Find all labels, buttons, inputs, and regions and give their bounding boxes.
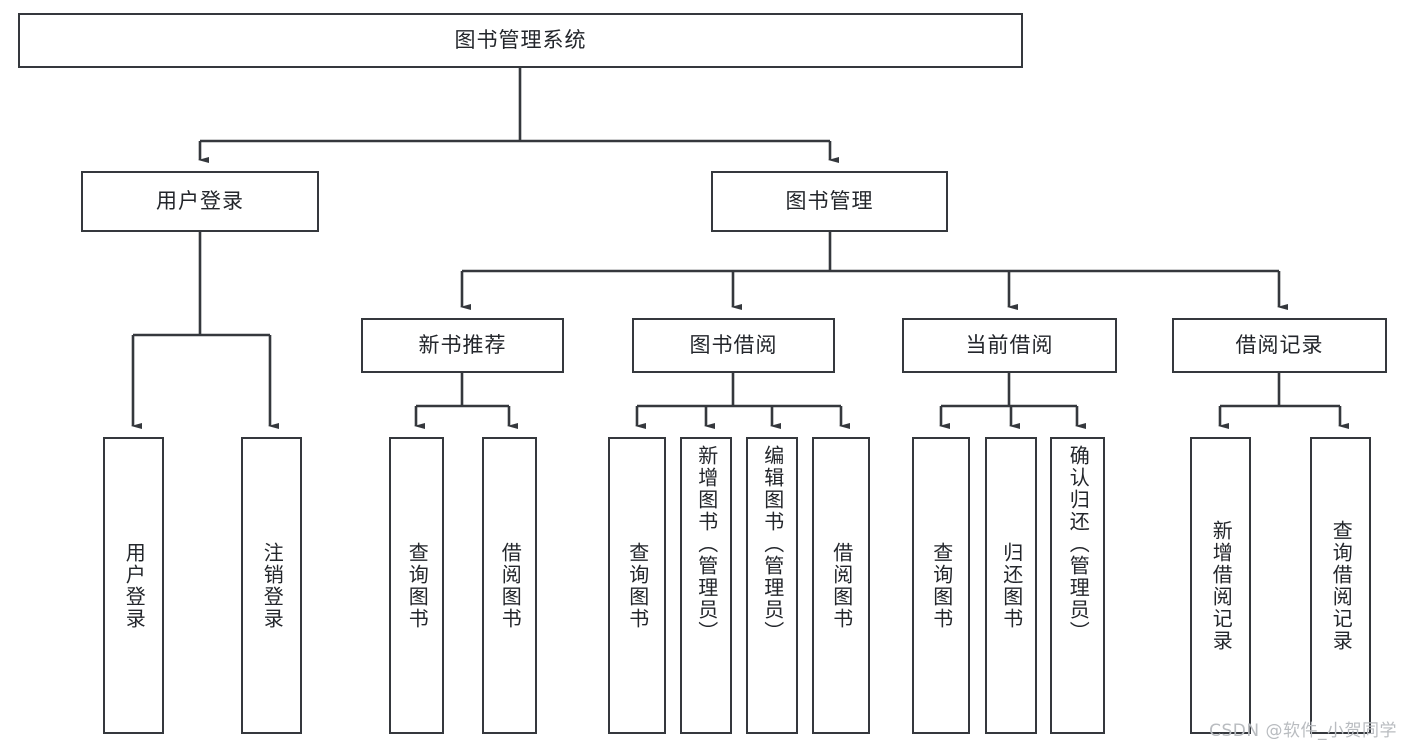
leaf-confirm-return-admin[interactable]: 确认归还（管理员） [1050, 437, 1105, 734]
leaf-query-borrow-record[interactable]: 查询借阅记录 [1310, 437, 1371, 734]
csdn-watermark: CSDN @软件_小贺同学 [1209, 721, 1397, 741]
node-book-manage[interactable]: 图书管理 [711, 171, 948, 232]
leaf-borrow-book-newrec[interactable]: 借阅图书 [482, 437, 537, 734]
node-root-system[interactable]: 图书管理系统 [18, 13, 1023, 68]
leaf-edit-book-admin[interactable]: 编辑图书（管理员） [746, 437, 798, 734]
leaf-borrow-book[interactable]: 借阅图书 [812, 437, 870, 734]
node-current-borrow[interactable]: 当前借阅 [902, 318, 1117, 373]
leaf-add-borrow-record[interactable]: 新增借阅记录 [1190, 437, 1251, 734]
node-book-borrow[interactable]: 图书借阅 [632, 318, 835, 373]
leaf-user-logout[interactable]: 注销登录 [241, 437, 302, 734]
leaf-query-book-borrow[interactable]: 查询图书 [608, 437, 666, 734]
leaf-return-book[interactable]: 归还图书 [985, 437, 1037, 734]
leaf-query-book-current[interactable]: 查询图书 [912, 437, 970, 734]
leaf-user-login[interactable]: 用户登录 [103, 437, 164, 734]
node-borrow-record[interactable]: 借阅记录 [1172, 318, 1387, 373]
leaf-query-book-newrec[interactable]: 查询图书 [389, 437, 444, 734]
node-new-book-recommend[interactable]: 新书推荐 [361, 318, 564, 373]
node-user-login[interactable]: 用户登录 [81, 171, 319, 232]
leaf-add-book-admin[interactable]: 新增图书（管理员） [680, 437, 732, 734]
